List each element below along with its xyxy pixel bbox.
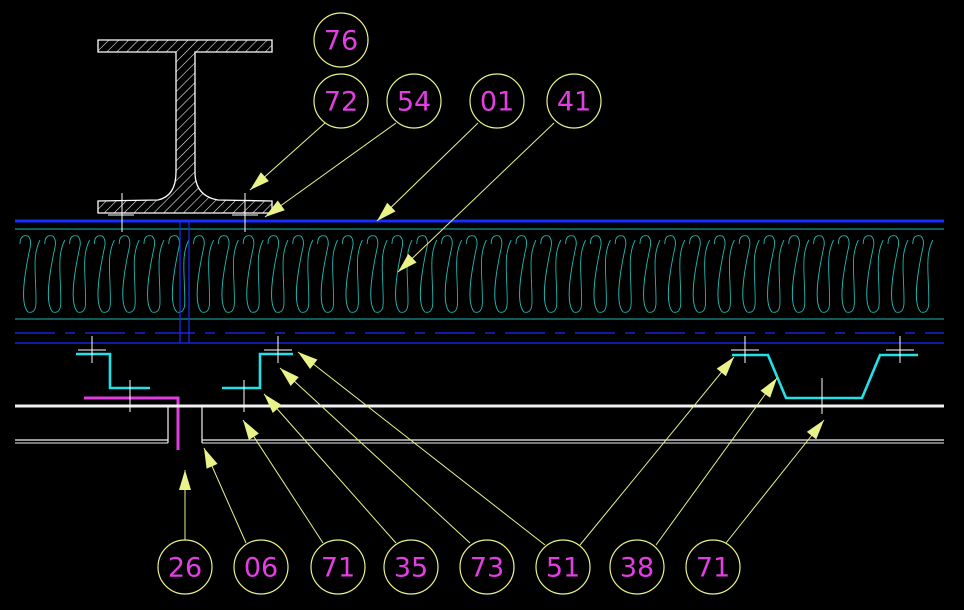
leader-73-arrowhead (280, 368, 299, 386)
leader-51a-arrowhead (298, 352, 318, 370)
leader-72-arrowhead (250, 172, 269, 190)
tag-54: 54 (386, 73, 442, 129)
tag-51: 51 (535, 539, 591, 595)
leader-51b-arrowhead (716, 357, 734, 377)
tag-41: 41 (546, 73, 602, 129)
tag-26-circle (157, 539, 213, 595)
tag-71b: 71 (685, 539, 741, 595)
tag-73-label: 73 (470, 553, 504, 584)
tag-73-circle (459, 539, 515, 595)
insulation-layer (15, 228, 944, 320)
tag-73: 73 (459, 539, 515, 595)
magenta-t-profile (84, 396, 180, 450)
tag-71a: 71 (310, 539, 366, 595)
tag-38-circle (609, 539, 665, 595)
leader-01-arrowhead (377, 202, 396, 221)
leader-01 (376, 122, 479, 222)
cyan-omega-profile-right (732, 353, 918, 400)
leader-38-arrowhead (760, 378, 777, 398)
tag-01: 01 (469, 73, 525, 129)
tag-26: 26 (157, 539, 213, 595)
tag-71a-circle (310, 539, 366, 595)
tag-41-label: 41 (557, 87, 591, 118)
tag-35-circle (383, 539, 439, 595)
tag-76-circle (313, 12, 369, 68)
tag-35: 35 (383, 539, 439, 595)
insulation-batt-loops (19, 235, 934, 313)
leader-71b-arrowhead (806, 420, 824, 440)
tag-bubbles: 76 72 54 01 41 26 06 71 35 73 51 38 71 (157, 12, 741, 595)
leader-35-arrowhead (264, 394, 282, 413)
bottom-sheet (15, 404, 944, 444)
tag-76: 76 (313, 12, 369, 68)
tag-01-label: 01 (480, 87, 514, 118)
tag-72: 72 (313, 73, 369, 129)
tag-06-label: 06 (244, 553, 278, 584)
tag-38: 38 (609, 539, 665, 595)
steel-i-beam (97, 39, 273, 214)
insulation-batt-pattern (19, 235, 934, 313)
tag-71b-circle (685, 539, 741, 595)
tag-71a-label: 71 (321, 553, 355, 584)
cyan-z-profile-middle (222, 352, 293, 390)
tag-51-circle (535, 539, 591, 595)
tag-35-label: 35 (394, 553, 428, 584)
tag-72-label: 72 (324, 87, 358, 118)
leader-51a (297, 351, 546, 546)
leader-54 (264, 122, 397, 218)
tag-26-label: 26 (168, 553, 202, 584)
tag-38-label: 38 (620, 553, 654, 584)
leader-38 (655, 377, 778, 546)
tag-51-label: 51 (546, 553, 580, 584)
leader-26-arrowhead (179, 470, 191, 490)
leader-06-arrowhead (204, 448, 218, 469)
tag-54-label: 54 (397, 87, 431, 118)
leader-41-arrowhead (398, 253, 417, 272)
leader-73 (279, 367, 471, 544)
cyan-z-profile-left (76, 352, 150, 390)
leader-41 (397, 122, 555, 273)
tag-76-label: 76 (324, 26, 358, 57)
leader-71a-1 (242, 419, 324, 544)
tag-72-circle (313, 73, 369, 129)
leader-lines (179, 122, 825, 546)
leader-35 (263, 393, 397, 544)
tag-06: 06 (233, 539, 289, 595)
leader-54-arrowhead (265, 200, 285, 217)
tag-54-circle (386, 73, 442, 129)
fastener-crosshairs (78, 193, 914, 414)
leader-71a-1-arrowhead (243, 420, 259, 441)
leader-71b (725, 419, 825, 544)
cyan-profiles (76, 352, 918, 400)
tag-41-circle (546, 73, 602, 129)
blue-substrate-lines (15, 221, 944, 344)
tag-71b-label: 71 (696, 553, 730, 584)
tag-01-circle (469, 73, 525, 129)
tag-06-circle (233, 539, 289, 595)
leader-51b (579, 356, 735, 546)
